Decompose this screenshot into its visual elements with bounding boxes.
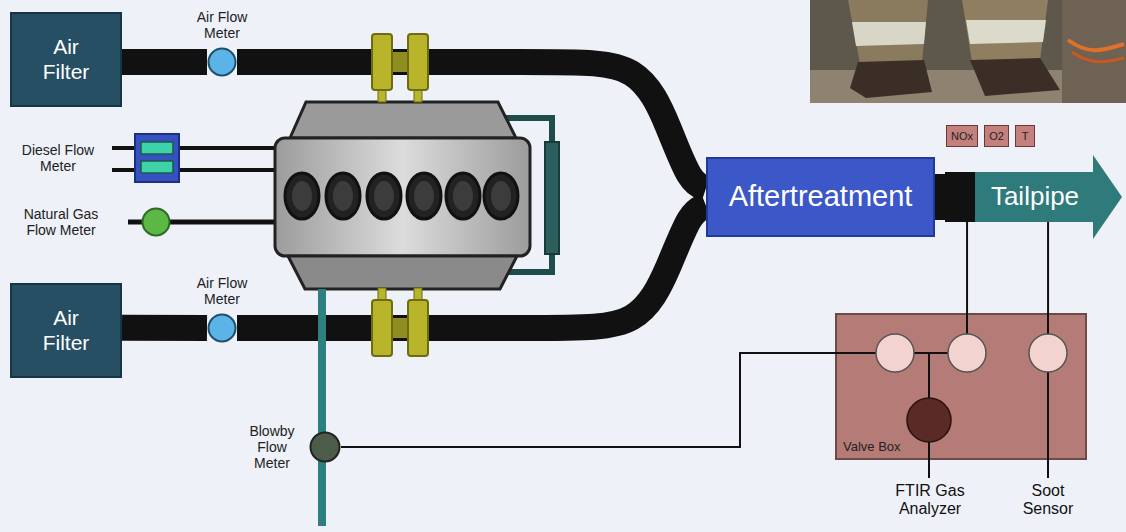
node-label: Tailpipe — [991, 182, 1079, 212]
turbo-wheel — [408, 300, 428, 356]
sensor-box: NOx — [946, 125, 978, 147]
photo-leg — [848, 0, 928, 64]
node-label: Aftertreatment — [729, 180, 913, 213]
node-label: Natural Gas Flow Meter — [13, 206, 109, 238]
valve-box-shape — [835, 313, 1087, 460]
meter-circle — [209, 49, 236, 76]
cylinder — [407, 173, 441, 219]
air-flow-meter: Air Flow Meter — [207, 47, 237, 77]
cylinder — [484, 173, 518, 219]
turbo-wheel — [372, 34, 392, 90]
photo-wall — [1062, 0, 1126, 103]
air-pipe — [237, 62, 706, 188]
node-label: T — [1022, 130, 1029, 143]
diesel-flow-meter: Diesel Flow Meter — [134, 133, 180, 183]
aftertreatment-box: Aftertreatment — [706, 157, 935, 237]
exhaust-pipe — [935, 174, 945, 220]
node-label: Air Filter — [30, 306, 102, 354]
air-pipe — [237, 206, 706, 328]
photo-boot — [970, 58, 1060, 96]
valve — [1029, 334, 1067, 372]
blowby-flow-meter-shape — [309, 431, 341, 463]
air-flow-meter-shape — [207, 47, 237, 77]
sensor-box: T — [1015, 125, 1035, 147]
valve-line — [928, 353, 930, 398]
cylinder — [326, 173, 360, 219]
sample-line — [966, 222, 968, 313]
photo-leg — [962, 0, 1048, 62]
air-filter-box: Air Filter — [10, 283, 122, 378]
photo-background — [810, 0, 1126, 103]
meter-circle — [311, 433, 340, 462]
engine-head — [290, 102, 516, 138]
gas-flow-meter: Natural Gas Flow Meter — [141, 207, 171, 237]
valve-line — [914, 352, 948, 354]
air-flow-meter-shape — [207, 313, 237, 343]
turbo-wheel — [372, 300, 392, 356]
cylinder — [446, 173, 480, 219]
sample-line — [341, 353, 835, 447]
turbocharger — [372, 288, 428, 356]
valve-line — [928, 442, 930, 478]
node-label: NOx — [951, 130, 973, 143]
valve-line — [835, 352, 876, 354]
engine-block — [275, 102, 530, 289]
tailpipe-arrow: Tailpipe — [945, 172, 1095, 222]
node-label: O2 — [989, 130, 1004, 143]
tailpipe-arrow-body — [975, 155, 1122, 239]
photo-stripe — [852, 22, 926, 46]
photo-stripe — [966, 20, 1046, 44]
air-filter-box: Air Filter — [10, 12, 122, 107]
air-pipe — [122, 49, 207, 75]
cylinder — [367, 173, 401, 219]
cylinder-core — [491, 181, 511, 211]
node-label: Valve Box — [843, 440, 901, 455]
diesel-flow-meter-shape — [134, 133, 180, 183]
cooler-body — [545, 142, 559, 254]
turbocharger — [372, 34, 428, 102]
valve-line — [1047, 313, 1049, 334]
engine-sump — [288, 256, 517, 289]
valve — [876, 334, 914, 372]
analyzer-label: FTIR Gas Analyzer — [882, 482, 978, 519]
node-label: Air Filter — [30, 35, 102, 83]
sensor-box: O2 — [984, 125, 1009, 147]
cylinder-core — [333, 181, 353, 211]
cylinder-core — [292, 181, 312, 211]
node-label: Blowby Flow Meter — [243, 423, 301, 471]
cylinder-core — [374, 181, 394, 211]
photo-hose — [1068, 40, 1124, 50]
cylinder-core — [414, 181, 434, 211]
photo-hose — [1072, 52, 1124, 62]
pipe-joint — [945, 172, 976, 222]
node-label: Diesel Flow Meter — [8, 142, 108, 174]
valve-box: Valve Box — [835, 313, 1087, 460]
sample-line — [1047, 222, 1049, 313]
gas-flow-meter-shape — [141, 207, 171, 237]
photo-boot — [850, 60, 932, 98]
air-flow-meter: Air Flow Meter — [207, 313, 237, 343]
engine-body — [275, 138, 530, 256]
node-label: Air Flow Meter — [177, 9, 267, 41]
turbo-wheel — [408, 34, 428, 90]
meter-circle — [209, 315, 236, 342]
photo-inset — [810, 0, 1126, 103]
blowby-flow-meter: Blowby Flow Meter — [309, 431, 341, 463]
meter-circle — [143, 209, 170, 236]
valve — [948, 334, 986, 372]
cylinder-core — [453, 181, 473, 211]
meter-bar — [141, 142, 173, 154]
analyzer-cell — [907, 398, 951, 442]
sensor-label: Soot Sensor — [1010, 482, 1086, 519]
valve-line — [1047, 372, 1049, 478]
node-label: Air Flow Meter — [177, 275, 267, 307]
meter-bar — [141, 161, 173, 173]
cylinder — [285, 173, 319, 219]
air-pipe — [122, 315, 207, 341]
blowby-pipe — [318, 289, 326, 526]
valve-line — [966, 313, 968, 334]
